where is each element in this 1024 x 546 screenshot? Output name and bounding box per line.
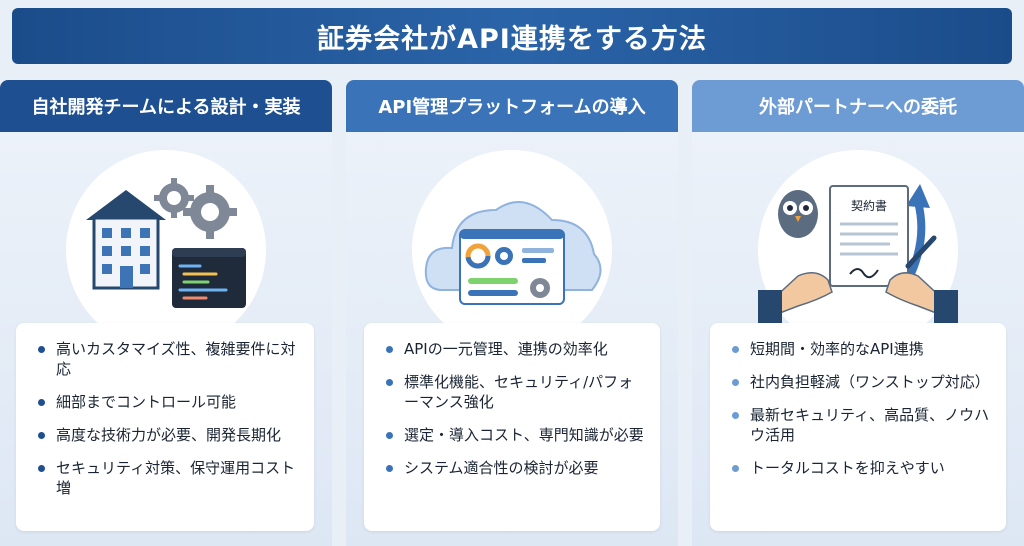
column-header: 外部パートナーへの委託 xyxy=(692,80,1024,132)
list-item: セキュリティ対策、保守運用コスト増 xyxy=(36,458,300,498)
column-in-house-development: 自社開発チームによる設計・実装 xyxy=(0,80,332,546)
column-header-label: 自社開発チームによる設計・実装 xyxy=(31,97,301,118)
list-item: 選定・導入コスト、専門知識が必要 xyxy=(384,425,646,445)
list-item: システム適合性の検討が必要 xyxy=(384,458,646,478)
feature-card: APIの一元管理、連携の効率化 標準化機能、セキュリティ/パフォーマンス強化 選… xyxy=(364,323,660,531)
feature-card: 短期間・効率的なAPI連携 社内負担軽減（ワンストップ対応） 最新セキュリティ、… xyxy=(710,323,1006,531)
column-header-label: 外部パートナーへの委託 xyxy=(759,97,957,118)
list-item: 高度な技術力が必要、開発長期化 xyxy=(36,425,300,445)
contract-handshake-owl-icon: 契約書 xyxy=(758,150,958,350)
building-gears-code-icon xyxy=(66,150,266,350)
contract-label: 契約書 xyxy=(851,198,887,213)
column-header: API管理プラットフォームの導入 xyxy=(346,80,678,132)
list-item: APIの一元管理、連携の効率化 xyxy=(384,339,646,359)
page-title-bar: 証券会社がAPI連携をする方法 xyxy=(12,8,1012,64)
list-item: 細部までコントロール可能 xyxy=(36,392,300,412)
column-header-label: API管理プラットフォームの導入 xyxy=(378,97,646,118)
column-external-partner: 外部パートナーへの委託 契約書 xyxy=(692,80,1024,546)
cloud-dashboard-icon xyxy=(412,150,612,350)
list-item: 標準化機能、セキュリティ/パフォーマンス強化 xyxy=(384,372,646,412)
feature-card: 高いカスタマイズ性、複雑要件に対応 細部までコントロール可能 高度な技術力が必要… xyxy=(16,323,314,531)
page-title: 証券会社がAPI連携をする方法 xyxy=(317,23,707,55)
list-item: トータルコストを抑えやすい xyxy=(730,458,992,478)
column-header: 自社開発チームによる設計・実装 xyxy=(0,80,332,132)
column-api-platform: API管理プラットフォームの導入 APIの一元管理、連携の効率化 標準化機能、セ… xyxy=(346,80,678,546)
list-item: 短期間・効率的なAPI連携 xyxy=(730,339,992,359)
list-item: 社内負担軽減（ワンストップ対応） xyxy=(730,372,992,392)
list-item: 最新セキュリティ、高品質、ノウハウ活用 xyxy=(730,405,992,445)
list-item: 高いカスタマイズ性、複雑要件に対応 xyxy=(36,339,300,379)
